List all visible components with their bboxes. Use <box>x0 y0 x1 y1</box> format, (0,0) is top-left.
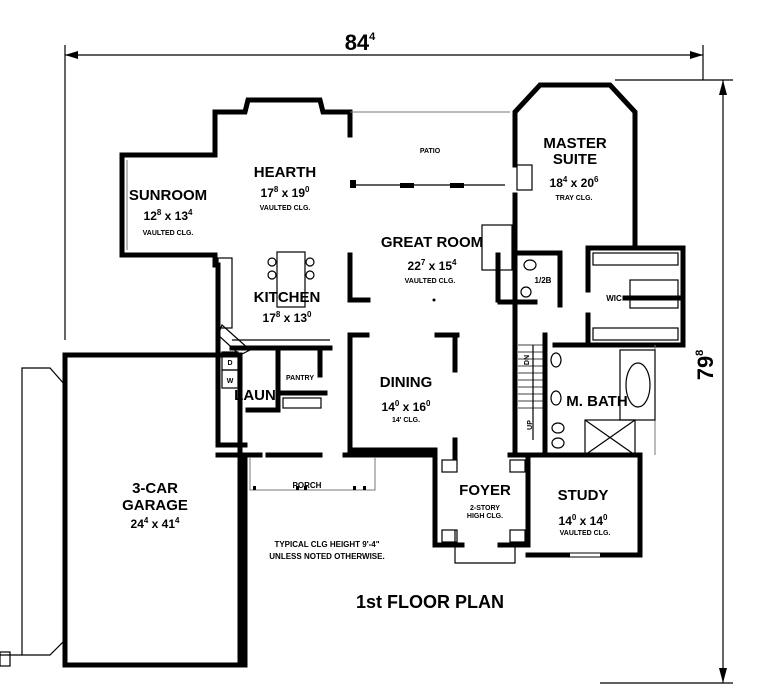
sunroom-dimensions: 128 x 134 <box>144 208 194 223</box>
dining-note: 14' CLG. <box>392 417 420 424</box>
porch-label: PORCH <box>293 481 322 490</box>
study-note: VAULTED CLG. <box>560 530 611 537</box>
laundry: D W LAUN <box>215 345 281 448</box>
toilet-icon <box>523 259 537 271</box>
study: STUDY 140 x 140 VAULTED CLG. <box>525 452 643 558</box>
bathtub-icon <box>625 362 651 408</box>
hearth-note: VAULTED CLG. <box>260 205 311 212</box>
great-room-note: VAULTED CLG. <box>405 278 456 285</box>
washer-label: W <box>227 378 234 385</box>
hearth-dimensions: 178 x 190 <box>261 185 311 200</box>
sunroom-label: SUNROOM <box>129 187 207 204</box>
great-room-label: GREAT ROOM <box>381 234 483 251</box>
foyer-note-1: 2-STORY <box>470 505 500 512</box>
great-room-dimensions: 227 x 154 <box>408 258 458 273</box>
foyer-label: FOYER <box>459 482 511 499</box>
overall-width-label: 844 <box>345 30 376 55</box>
hearth-label: HEARTH <box>254 164 317 181</box>
fireplace <box>516 164 533 191</box>
study-label: STUDY <box>558 487 609 504</box>
washer-icon <box>221 369 239 389</box>
half-bath-label: 1/2B <box>535 276 552 285</box>
laundry-label: LAUN <box>234 387 276 404</box>
master-bath-label: M. BATH <box>566 393 627 410</box>
dining-label: DINING <box>380 374 433 391</box>
sunroom-note: VAULTED CLG. <box>143 230 194 237</box>
master-bath: M. BATH <box>550 342 656 456</box>
study-dimensions: 140 x 140 <box>559 513 609 528</box>
master-suite: MASTER SUITE 184 x 206 TRAY CLG. <box>481 82 638 333</box>
foyer-note-2: HIGH CLG. <box>467 513 503 520</box>
dryer-label: D <box>227 360 232 367</box>
walk-in-closet: WIC <box>585 245 686 348</box>
dining: DINING 140 x 160 14' CLG. <box>347 332 460 461</box>
dining-table <box>276 251 306 308</box>
overall-depth-label: 798 <box>693 350 718 381</box>
pantry-label: PANTRY <box>286 375 314 382</box>
master-suite-label: MASTER <box>543 135 607 152</box>
width-dimension: 844 <box>64 30 704 340</box>
porch: PORCH <box>215 452 438 668</box>
pantry: PANTRY <box>277 345 328 409</box>
garage-label-2: GARAGE <box>122 497 188 514</box>
stairs-down-label: DN <box>524 355 531 365</box>
plan-title: 1st FLOOR PLAN <box>356 592 504 612</box>
garage-label: 3-CAR <box>132 480 178 497</box>
stairs-up-label: UP <box>527 420 534 430</box>
sink-icon <box>550 352 562 368</box>
depth-dimension: 798 <box>600 79 733 684</box>
patio-label: PATIO <box>420 148 441 155</box>
ceiling-note-1: TYPICAL CLG HEIGHT 9'-4" <box>274 540 379 549</box>
cooktop <box>217 323 252 356</box>
half-bath: 1/2B <box>497 250 563 308</box>
kitchen-dimensions: 178 x 130 <box>263 310 313 325</box>
dining-dimensions: 140 x 160 <box>382 399 432 414</box>
master-suite-note: TRAY CLG. <box>556 195 593 202</box>
sink-icon <box>550 390 562 406</box>
ceiling-note-2: UNLESS NOTED OTHERWISE. <box>269 552 384 561</box>
stairs: DN UP <box>512 332 548 458</box>
toilet-icon <box>551 422 565 434</box>
garage: 3-CAR GARAGE 244 x 414 <box>0 352 243 668</box>
wic-label: WIC <box>606 294 622 303</box>
patio: PATIO <box>350 111 510 188</box>
sunroom: SUNROOM 128 x 134 VAULTED CLG. <box>119 152 218 258</box>
master-suite-dimensions: 184 x 206 <box>550 175 600 190</box>
foyer: FOYER 2-STORY HIGH CLG. <box>432 452 531 564</box>
sink-icon <box>520 286 532 298</box>
garage-dimensions: 244 x 414 <box>131 516 181 531</box>
kitchen-label: KITCHEN <box>254 289 321 306</box>
master-suite-label-2: SUITE <box>553 151 597 168</box>
hearth-kitchen-walls <box>212 97 353 356</box>
great-room: GREAT ROOM 227 x 154 VAULTED CLG. <box>347 234 501 303</box>
